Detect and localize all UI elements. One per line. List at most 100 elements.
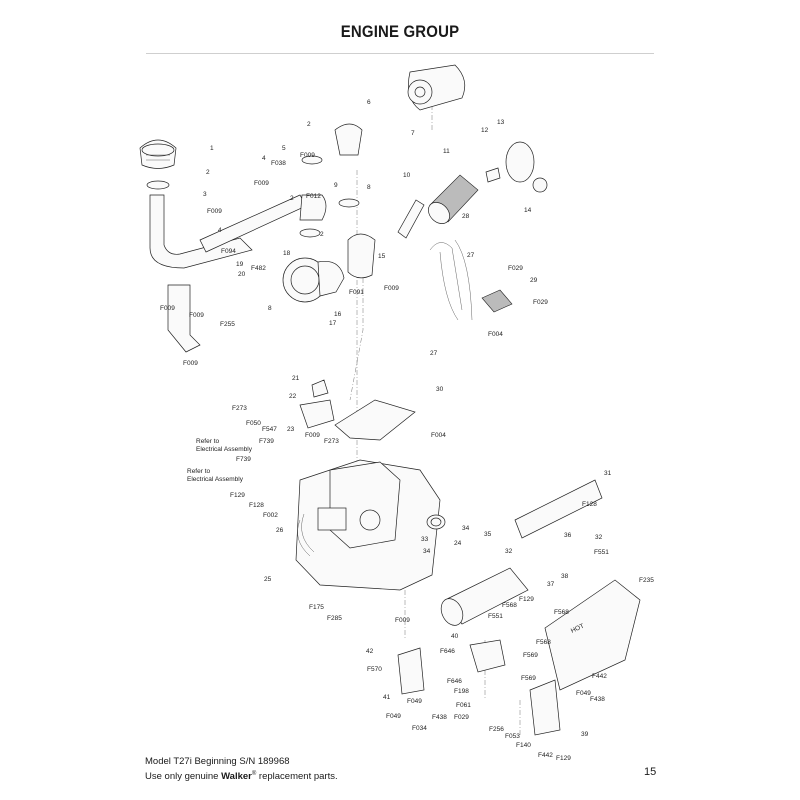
callout: F009 <box>189 312 204 319</box>
callout: F009 <box>254 180 269 187</box>
callout: F034 <box>412 725 427 732</box>
callout: 2 <box>206 169 210 176</box>
callout: 27 <box>467 252 475 259</box>
callout: 16 <box>334 311 342 318</box>
callout: 9 <box>334 182 338 189</box>
callout: 30 <box>436 386 444 393</box>
callout: F235 <box>639 577 654 584</box>
callout: 41 <box>383 694 391 701</box>
precleaner-cap-part <box>139 139 177 169</box>
callout: F273 <box>232 405 247 412</box>
callout: 34 <box>423 548 431 555</box>
intake-tube-part <box>199 194 307 253</box>
oil-filter-part <box>426 514 446 530</box>
air-cleaner-part <box>407 64 466 111</box>
callout: 4 <box>262 155 266 162</box>
callout: 21 <box>292 375 300 382</box>
valve-part <box>485 167 501 183</box>
callout: 42 <box>366 648 374 655</box>
callout: F482 <box>251 265 266 272</box>
callout: 18 <box>283 250 291 257</box>
callout: F009 <box>160 305 175 312</box>
callout: 3 <box>203 191 207 198</box>
callout: F547 <box>262 426 277 433</box>
callout: 12 <box>481 127 489 134</box>
callout: F049 <box>407 698 422 705</box>
callout: F029 <box>454 714 469 721</box>
callout: F004 <box>488 331 503 338</box>
callout: F568 <box>502 602 517 609</box>
reference-note: Refer to <box>196 438 220 445</box>
callout: 17 <box>329 320 337 327</box>
callout: 35 <box>484 531 492 538</box>
mount-part <box>311 379 329 398</box>
callout: F009 <box>183 360 198 367</box>
callout: 37 <box>547 581 555 588</box>
callout: F050 <box>246 420 261 427</box>
valve-block-part <box>481 289 513 313</box>
clamp-part <box>146 180 170 190</box>
callout: F175 <box>309 604 324 611</box>
callout: F646 <box>447 678 462 685</box>
bracket-part <box>469 639 506 673</box>
callout: F551 <box>488 613 503 620</box>
bracket-part <box>397 647 425 695</box>
callout: 2 <box>307 121 311 128</box>
callout: F255 <box>220 321 235 328</box>
mount-bracket-part <box>299 399 335 429</box>
callout: 38 <box>561 573 569 580</box>
callout: F029 <box>533 299 548 306</box>
callout: 5 <box>282 145 286 152</box>
mount-plate-part <box>334 399 416 441</box>
callout: F285 <box>327 615 342 622</box>
precleaner-housing-part <box>282 257 345 303</box>
footer: Model T27i Beginning S/N 189968 Use only… <box>145 756 338 783</box>
clamp-part <box>301 155 323 165</box>
callout: F012 <box>306 193 321 200</box>
callout: F009 <box>300 152 315 159</box>
callout: F442 <box>538 752 553 759</box>
callout: 7 <box>411 130 415 137</box>
callout: F128 <box>582 501 597 508</box>
callout: F129 <box>519 596 534 603</box>
outer-filter-part <box>428 174 479 224</box>
callout: F442 <box>592 673 607 680</box>
callout: 36 <box>564 532 572 539</box>
callout: 1 <box>210 145 214 152</box>
engine-part <box>295 459 441 591</box>
guard-bracket-part <box>529 679 561 736</box>
callout: 33 <box>421 536 429 543</box>
callout: 26 <box>276 527 284 534</box>
bracket-part <box>167 284 201 353</box>
callout: 15 <box>378 253 386 260</box>
callout: 28 <box>462 213 470 220</box>
callout: F570 <box>367 666 382 673</box>
callout-labels: 1 2 3 F009 4 F038 5 2 6 7 F009 F009 2 F0… <box>160 99 654 762</box>
title-divider <box>146 53 654 54</box>
callout: F128 <box>249 502 264 509</box>
mount-band-part <box>347 233 376 279</box>
callout: F646 <box>440 648 455 655</box>
callout: 8 <box>367 184 371 191</box>
callout: F551 <box>594 549 609 556</box>
callout: 32 <box>505 548 513 555</box>
brand-name: Walker <box>221 771 252 783</box>
callout: 2 <box>290 195 294 202</box>
page-number: 15 <box>644 766 657 778</box>
cover-part <box>505 141 535 183</box>
callout: F094 <box>221 248 236 255</box>
callout: F061 <box>456 702 471 709</box>
callout: 32 <box>595 534 603 541</box>
callout: F739 <box>236 456 251 463</box>
callout: 10 <box>403 172 411 179</box>
callout: F009 <box>395 617 410 624</box>
callout: 4 <box>218 227 222 234</box>
callout: 11 <box>443 148 450 155</box>
callout: 19 <box>236 261 244 268</box>
inner-filter-part <box>397 199 425 239</box>
callout: F568 <box>536 639 551 646</box>
callout: 24 <box>454 540 462 547</box>
reference-note: Electrical Assembly <box>187 476 244 483</box>
callout: F049 <box>576 690 591 697</box>
